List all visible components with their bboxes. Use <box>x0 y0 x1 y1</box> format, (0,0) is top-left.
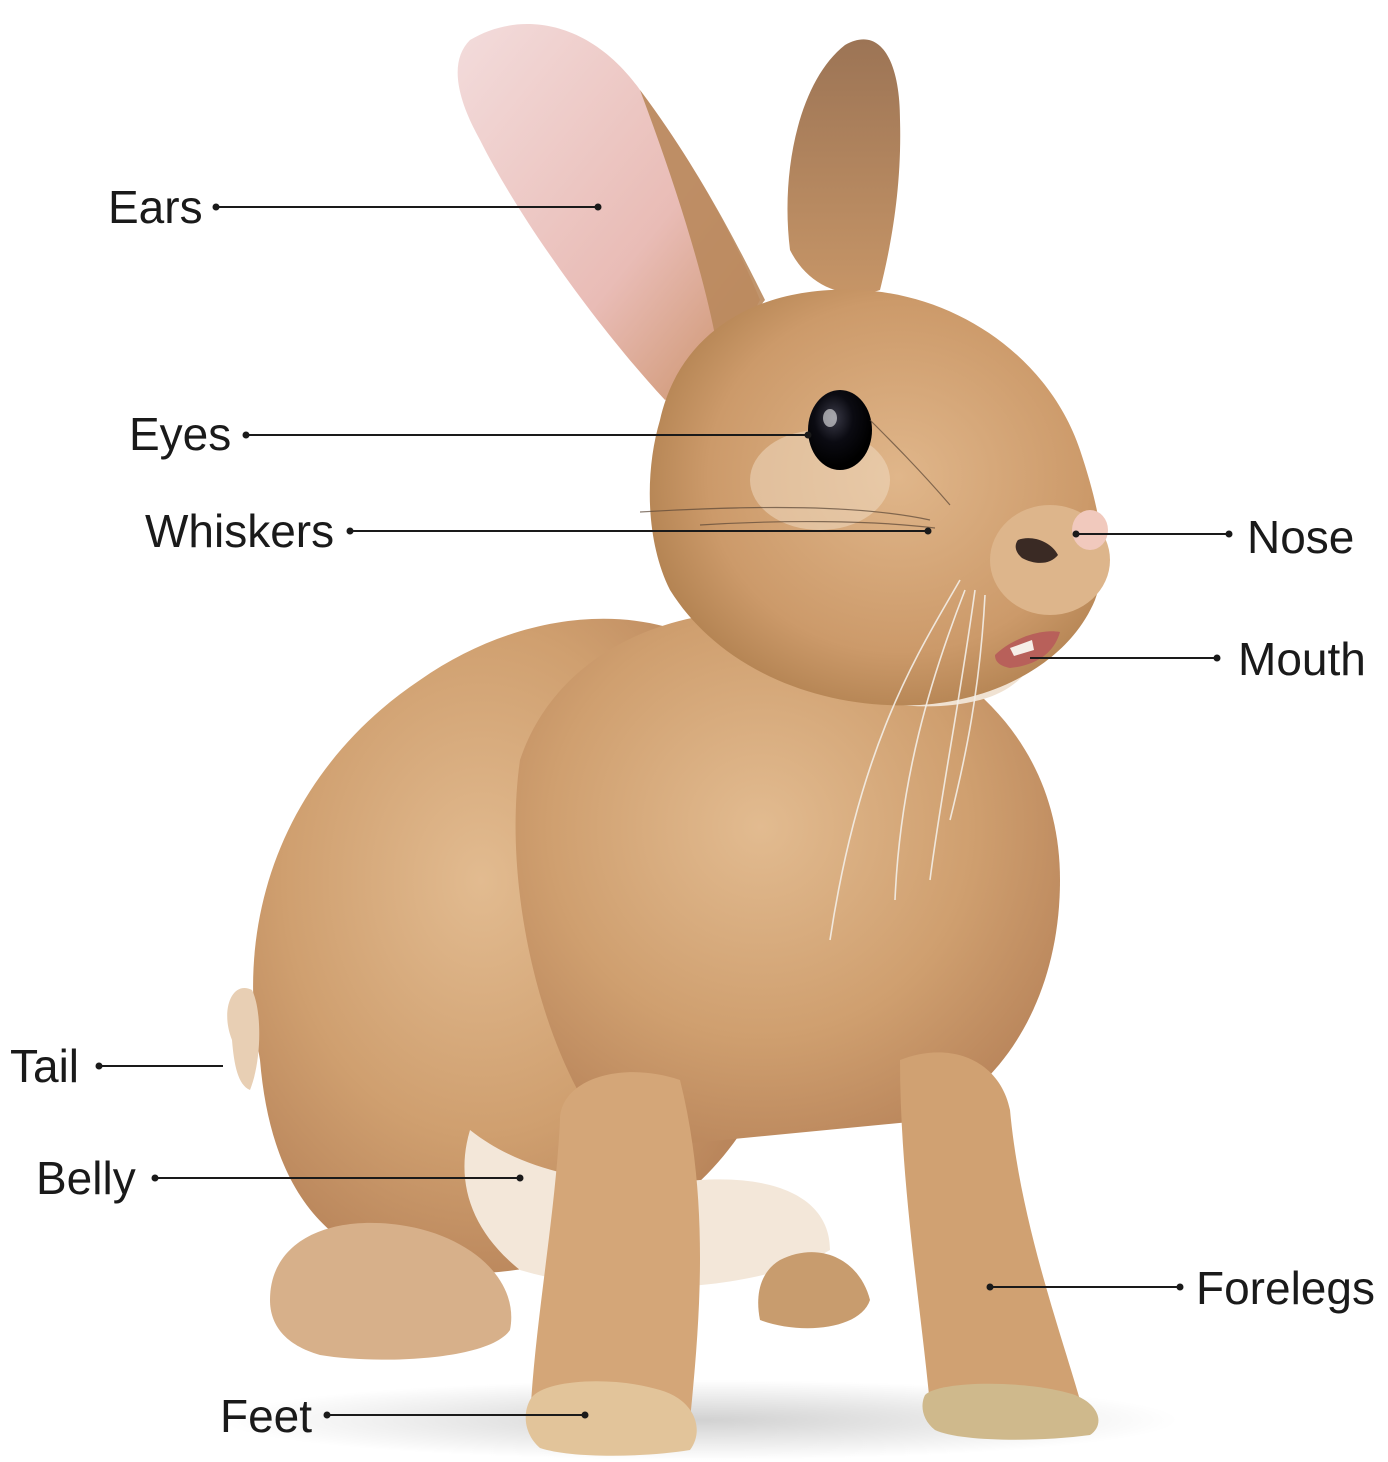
rabbit-tail <box>227 988 259 1090</box>
rabbit-ear-right <box>787 39 900 293</box>
leader-tail-dot-start <box>96 1063 103 1070</box>
leader-feet-dot-end <box>582 1412 589 1419</box>
label-nose: Nose <box>1247 514 1354 560</box>
rabbit-eye <box>808 390 872 470</box>
rabbit-hind-foot-right <box>758 1252 870 1328</box>
label-feet: Feet <box>220 1393 312 1439</box>
label-ears: Ears <box>108 184 203 230</box>
leader-nose-dot-start <box>1073 531 1080 538</box>
label-belly: Belly <box>36 1155 136 1201</box>
leader-eyes-dot-end <box>805 432 812 439</box>
leader-feet-dot-start <box>324 1412 331 1419</box>
label-eyes: Eyes <box>129 411 231 457</box>
rabbit-eye-highlight <box>823 409 837 427</box>
leader-whiskers-dot-end <box>925 528 932 535</box>
leader-belly-dot-start <box>152 1175 159 1182</box>
label-forelegs: Forelegs <box>1196 1265 1375 1311</box>
rabbit-nose-tip <box>1072 510 1108 550</box>
leader-forelegs-dot-start <box>987 1284 994 1291</box>
leader-whiskers-dot-start <box>347 528 354 535</box>
rabbit-foreleg-right <box>900 1052 1080 1417</box>
leader-nose-dot-end <box>1226 531 1233 538</box>
leader-ears-dot-start <box>213 204 220 211</box>
leader-forelegs-dot-end <box>1177 1284 1184 1291</box>
leader-belly-dot-end <box>517 1175 524 1182</box>
leader-ears-dot-end <box>595 204 602 211</box>
leader-eyes-dot-start <box>243 432 250 439</box>
label-mouth: Mouth <box>1238 636 1366 682</box>
label-tail: Tail <box>10 1043 79 1089</box>
label-whiskers: Whiskers <box>145 508 334 554</box>
leader-mouth-dot-end <box>1214 655 1221 662</box>
